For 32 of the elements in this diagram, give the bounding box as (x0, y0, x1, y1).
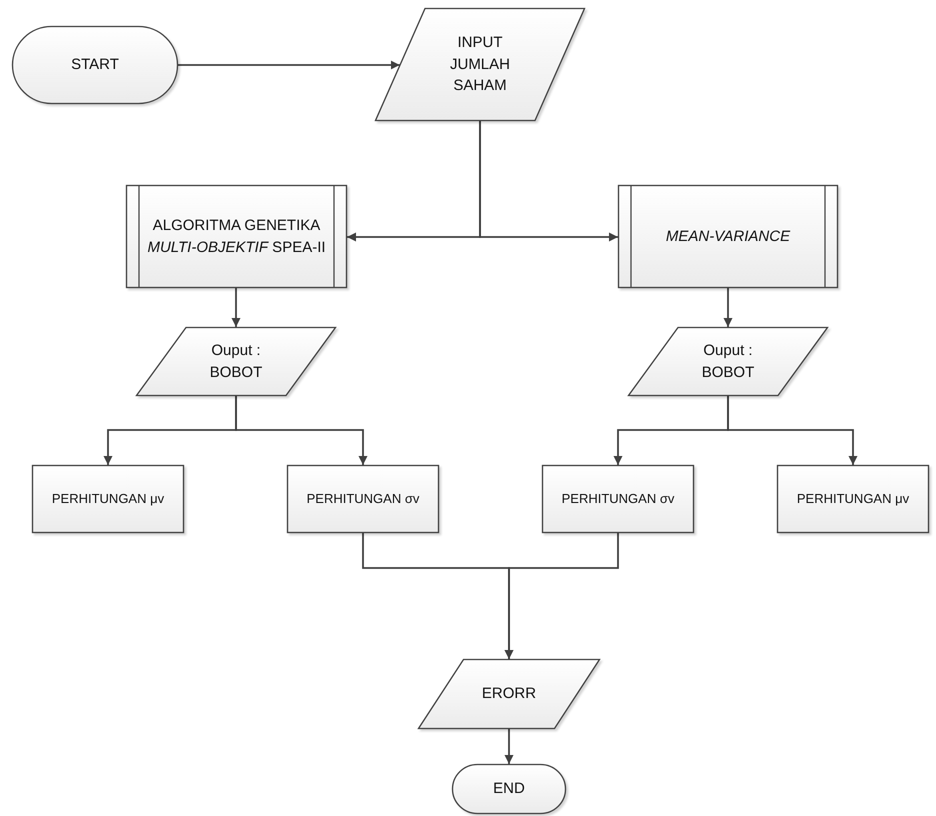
arrow (235, 396, 368, 465)
node-label: ERORR (480, 684, 538, 704)
node-label: Ouput : BOBOT (700, 340, 756, 382)
process-box (32, 465, 184, 533)
arrow (727, 396, 858, 465)
node-label: PERHITUNGAN σv (306, 490, 420, 508)
terminal-shape (452, 764, 566, 814)
arrow (479, 121, 618, 242)
data-parallelogram (418, 659, 600, 729)
node-label: MEAN-VARIANCE (664, 226, 792, 247)
data-parallelogram (628, 327, 828, 396)
subprocess-box (126, 185, 347, 288)
node-label: PERHITUNGAN μv (50, 490, 166, 508)
arrow (504, 533, 619, 659)
node-label: END (492, 779, 526, 800)
terminal-shape (12, 26, 178, 104)
process-box (777, 465, 929, 533)
node-label: INPUT JUMLAH SAHAM (448, 32, 511, 96)
node-label: START (70, 55, 120, 76)
arrow (232, 288, 240, 327)
subprocess-box (618, 185, 838, 288)
arrow (504, 729, 514, 764)
node-label: PERHITUNGAN σv (560, 490, 676, 508)
data-parallelogram (375, 8, 585, 121)
process-box (287, 465, 439, 533)
node-label: Ouput : BOBOT (208, 340, 264, 382)
node-label: ALGORITMA GENETIKA MULTI-OBJEKTIF SPEA-II (146, 216, 327, 258)
process-box (542, 465, 694, 533)
node-label: PERHITUNGAN μv (796, 490, 910, 508)
data-parallelogram (136, 327, 336, 396)
arrow (724, 288, 732, 327)
arrow (178, 60, 400, 70)
